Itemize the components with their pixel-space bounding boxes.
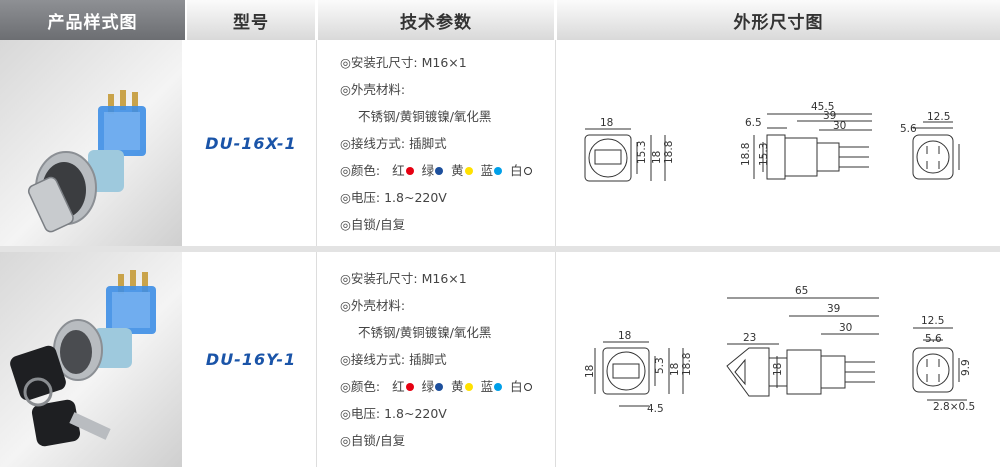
param-terminal: ◎接线方式: 插脚式 xyxy=(340,352,447,367)
color-yellow-label: 黄 xyxy=(451,163,464,178)
tech-params: ◎安装孔尺寸: M16×1 ◎外壳材料: 不锈钢/黄铜镀镍/氧化黑 ◎接线方式:… xyxy=(340,40,555,246)
pin-icon xyxy=(120,90,126,110)
dim-label: 18 xyxy=(584,365,596,378)
dimension-drawing-du16x1: 18 15.3 18 18.8 45.5 39 30 6.5 18.8 15.3… xyxy=(557,40,1000,246)
header-product-image: 产品样式图 xyxy=(0,0,185,40)
header-model: 型号 xyxy=(187,0,315,40)
pin-icon xyxy=(130,270,136,290)
param-color-label: ◎颜色: xyxy=(340,163,381,178)
param-hole: ◎安装孔尺寸: M16×1 xyxy=(340,55,467,70)
green-dot-icon xyxy=(435,383,444,391)
header-params: 技术参数 xyxy=(318,0,554,40)
color-blue-label: 蓝 xyxy=(480,163,494,178)
dim-label: 18 xyxy=(651,151,663,164)
dim-label: 12.5 xyxy=(921,315,944,327)
yellow-dot-icon xyxy=(464,167,473,175)
dim-label: 5.3 xyxy=(654,357,666,374)
column-divider xyxy=(555,40,556,467)
dim-label: 39 xyxy=(823,110,836,122)
param-voltage: ◎电压: 1.8~220V xyxy=(340,190,447,205)
blue-dot-icon xyxy=(494,383,503,391)
tech-params: ◎安装孔尺寸: M16×1 ◎外壳材料: 不锈钢/黄铜镀镍/氧化黑 ◎接线方式:… xyxy=(340,252,555,467)
dim-label: 18 xyxy=(772,363,784,376)
param-colors: ◎颜色: 红 绿 黄 蓝 白 xyxy=(340,376,532,395)
color-green-label: 绿 xyxy=(421,163,435,178)
dim-label: 6.5 xyxy=(745,117,762,129)
dim-label: 15.3 xyxy=(636,141,648,164)
yellow-dot-icon xyxy=(464,383,473,391)
param-terminal: ◎接线方式: 插脚式 xyxy=(340,136,447,151)
param-housing-value: 不锈钢/黄铜镀镍/氧化黑 xyxy=(358,109,492,124)
red-dot-icon xyxy=(405,167,414,175)
column-divider xyxy=(316,40,317,467)
dim-label: 30 xyxy=(833,120,846,132)
pin-icon xyxy=(132,92,138,112)
dim-label: 65 xyxy=(795,285,808,297)
header-dimensions: 外形尺寸图 xyxy=(557,0,1000,40)
color-green-label: 绿 xyxy=(421,379,435,394)
param-color-label: ◎颜色: xyxy=(340,379,381,394)
color-blue-label: 蓝 xyxy=(480,379,494,394)
dim-label: 23 xyxy=(743,332,756,344)
dim-label: 4.5 xyxy=(647,403,664,415)
dim-label: 9.9 xyxy=(960,359,972,376)
param-voltage: ◎电压: 1.8~220V xyxy=(340,406,447,421)
param-hole: ◎安装孔尺寸: M16×1 xyxy=(340,271,467,286)
dim-label: 12.5 xyxy=(927,111,950,123)
blue-dot-icon xyxy=(494,167,503,175)
red-dot-icon xyxy=(405,383,414,391)
dim-label: 30 xyxy=(839,322,852,334)
color-white-label: 白 xyxy=(510,379,523,394)
white-ring-icon xyxy=(523,167,532,175)
color-red-label: 红 xyxy=(392,163,405,178)
pin-icon xyxy=(142,272,148,292)
product-photo-du16x1 xyxy=(0,40,182,246)
color-red-label: 红 xyxy=(392,379,405,394)
row-separator xyxy=(0,246,1000,252)
dim-label: 18 xyxy=(669,363,681,376)
param-housing-label: ◎外壳材料: xyxy=(340,298,406,313)
model-name: DU-16Y-1 xyxy=(205,350,297,369)
dim-label: 5.6 xyxy=(900,123,917,135)
pin-icon xyxy=(118,274,124,294)
color-yellow-label: 黄 xyxy=(451,379,464,394)
color-white-label: 白 xyxy=(510,163,523,178)
green-dot-icon xyxy=(435,167,444,175)
dim-label: 18.8 xyxy=(681,353,693,376)
dim-label: 39 xyxy=(827,303,840,315)
dim-label: 15.3 xyxy=(758,143,770,166)
dim-label: 18.8 xyxy=(663,141,675,164)
dim-label: 5.6 xyxy=(925,333,942,345)
param-function: ◎自锁/自复 xyxy=(340,217,406,232)
dim-label: 18 xyxy=(600,117,613,129)
param-housing-label: ◎外壳材料: xyxy=(340,82,406,97)
param-function: ◎自锁/自复 xyxy=(340,433,406,448)
dimension-drawing-du16y1: 18 18 5.3 18 18.8 4.5 65 39 30 23 18 12.… xyxy=(557,252,1000,467)
dim-label: 18.8 xyxy=(740,143,752,166)
param-housing-value: 不锈钢/黄铜镀镍/氧化黑 xyxy=(358,325,492,340)
model-name: DU-16X-1 xyxy=(205,133,297,153)
dim-label: 45.5 xyxy=(811,101,834,113)
dim-label: 18 xyxy=(618,330,631,342)
product-photo-du16y1 xyxy=(0,252,182,467)
white-ring-icon xyxy=(523,383,532,391)
dim-label: 2.8×0.5 xyxy=(933,401,975,413)
param-colors: ◎颜色: 红 绿 黄 蓝 白 xyxy=(340,160,532,179)
pin-icon xyxy=(108,94,114,114)
